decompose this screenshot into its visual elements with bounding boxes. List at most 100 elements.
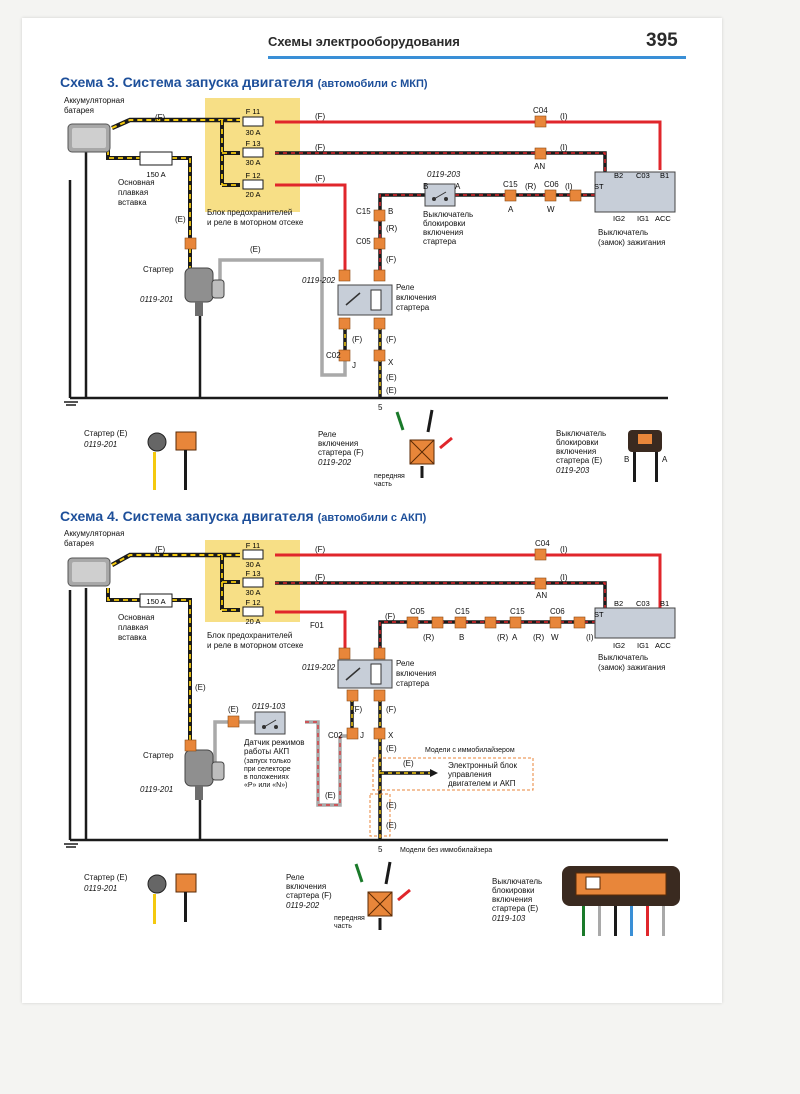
s4-wire-f-1: (F) [155, 545, 166, 554]
scheme3-ground-bus [68, 180, 668, 400]
fuse-f11-name: F 11 [246, 107, 260, 116]
s3-bottom-inhibit-label-1: Выключатель [556, 429, 606, 438]
s4-wire-i-2: (I) [560, 573, 568, 582]
s4-conn-w: W [551, 633, 559, 642]
scheme3-inhibit-label-1: Выключатель [423, 210, 473, 219]
scheme4-title-sub: (автомобили с АКП) [317, 512, 427, 524]
s3-conn-c06: C06 [544, 180, 559, 189]
s4-relay-label-3: стартера [396, 679, 430, 688]
s4-bottom-relay-code: 0119-202 [286, 901, 320, 910]
s3-wire-f-5: (F) [386, 255, 397, 264]
s4-fuse-f11-rating: 30 A [245, 560, 260, 569]
scheme4-title: Схема 4. Система запуска двигателя (авто… [60, 508, 426, 524]
s4-starter-code: 0119-201 [140, 785, 173, 794]
s3-conn-an: AN [534, 162, 545, 171]
page-number: 395 [646, 30, 678, 51]
s3-conn-a: A [508, 205, 514, 214]
s3-bottom-starter-code: 0119-201 [84, 440, 117, 449]
s4-ignition-label-1: Выключатель [598, 653, 648, 662]
scheme4-battery-icon [67, 557, 111, 587]
s4-conn-c15-left: C15 [455, 607, 470, 616]
s3-bottom-inhibit-label-3: включения [556, 447, 596, 456]
s4-sensor-code: 0119-103 [252, 702, 286, 711]
s4-wire-e-6: (E) [386, 801, 397, 810]
fuse-f13-rating: 30 A [245, 158, 260, 167]
s4-wire-e-2: (E) [228, 705, 239, 714]
section-title: Схемы электрооборудования [268, 34, 460, 49]
s3-conn-b: B [388, 207, 393, 216]
s4-fuse-f13-rating: 30 A [245, 588, 260, 597]
s4-ecu-label-3: двигателем и АКП [448, 779, 516, 788]
s4-battery-label-2: батарея [64, 539, 94, 548]
s4-fuse-main-label-3: вставка [118, 633, 147, 642]
s4-f01-label: F01 [310, 621, 324, 630]
scheme4-ground-symbol [64, 843, 78, 848]
scheme3-labels: Аккумуляторная батарея Основная плавкая … [64, 96, 665, 412]
ign-pin-acc: ACC [655, 214, 671, 223]
scheme4-connectors [184, 548, 586, 752]
s4-conn-c04: C04 [535, 539, 550, 548]
scheme3-title-main: Схема 3. Система запуска двигателя [60, 74, 314, 90]
s4-sensor-label-2: работы АКП [244, 747, 289, 756]
s4-bottom-relay-label-2: включения [286, 882, 326, 891]
header-rule [268, 56, 686, 59]
s3-bottom-inhibit-label-4: стартера (E) [556, 456, 602, 465]
s4-ign-pin-acc: ACC [655, 641, 671, 650]
s3-wire-r-1: (R) [525, 182, 536, 191]
scheme3-relay-label-1: Реле [396, 283, 415, 292]
s3-wire-e-1: (E) [386, 373, 397, 382]
s3-conn-c05: C05 [356, 237, 371, 246]
scheme3-starter-code: 0119-201 [140, 295, 173, 304]
s4-ground-number: 5 [378, 845, 383, 854]
scheme3-title: Схема 3. Система запуска двигателя (авто… [60, 74, 428, 90]
s4-bottom-front-1: передняя [334, 915, 365, 922]
s4-sensor-label-1: Датчик режимов [244, 738, 305, 747]
s3-wire-i-3: (I) [565, 182, 573, 191]
ign-pin-st: ST [594, 182, 604, 191]
s4-wire-f-3: (F) [315, 573, 326, 582]
s4-sensor-label-6: «P» или «N») [244, 782, 287, 789]
scheme4-labels: Аккумуляторная батарея Основная плавкая … [64, 529, 665, 854]
scheme3-title-sub: (автомобили с МКП) [317, 78, 428, 90]
s3-wire-f-7: (F) [386, 335, 397, 344]
scheme3-bottom-labels: Стартер (E) 0119-201 Реле включения стар… [84, 429, 668, 488]
s4-wire-f-2: (F) [315, 545, 326, 554]
scheme3-wire-f11 [275, 120, 662, 170]
scheme3-starter-label: Стартер [143, 265, 174, 274]
s4-bottom-inhibit-label-3: включения [492, 895, 532, 904]
s4-wire-i-3: (I) [586, 633, 594, 642]
scheme3-main-fuse: 150 A [139, 151, 173, 179]
s4-battery-label-1: Аккумуляторная [64, 529, 124, 538]
scheme4-fuses: F 11 30 A F 13 30 A F 12 20 A [242, 541, 264, 626]
scheme4-main-fuse: 150 A [139, 593, 173, 608]
s4-wire-e-3: (E) [386, 744, 397, 753]
s3-conn-b-inh: B [423, 182, 428, 191]
s3-bottom-relay-code: 0119-202 [318, 458, 352, 467]
s3-conn-a-inh: A [455, 182, 461, 191]
fuse-f12-rating: 20 A [245, 190, 260, 199]
ign-pin-c03: C03 [636, 171, 650, 180]
scheme4-ignition-switch: ST B2 C03 B1 IG2 IG1 ACC [594, 599, 676, 650]
s4-bottom-front-2: часть [334, 923, 352, 930]
s4-conn-c05: C05 [410, 607, 425, 616]
scheme3-diagram: 150 A F 11 30 A F 13 30 A F 12 20 A [64, 96, 676, 490]
s3-bottom-starter-label: Стартер (E) [84, 429, 128, 438]
s4-relay-label-2: включения [396, 669, 436, 678]
s3-bottom-inhibit-label-2: блокировки [556, 438, 599, 447]
s4-wire-f-6: (F) [386, 705, 397, 714]
s4-bottom-relay-label-3: стартера (F) [286, 891, 332, 900]
s3-bottom-pin-b: B [624, 455, 629, 464]
s4-bottom-inhibit-label-1: Выключатель [492, 877, 542, 886]
s4-ign-pin-ig2: IG2 [613, 641, 625, 650]
s4-ign-pin-b1: B1 [660, 599, 669, 608]
s4-ign-pin-b2: B2 [614, 599, 623, 608]
s4-bottom-inhibit-code: 0119-103 [492, 914, 526, 923]
scheme3-battery-icon [67, 123, 111, 153]
s4-fuse-f11-name: F 11 [246, 541, 260, 550]
scheme3-fuse-main-label-2: плавкая [118, 188, 148, 197]
s4-relay-code: 0119-202 [302, 663, 336, 672]
s3-conn-c15-right: C15 [503, 180, 518, 189]
s3-conn-c02: C02 [326, 351, 341, 360]
